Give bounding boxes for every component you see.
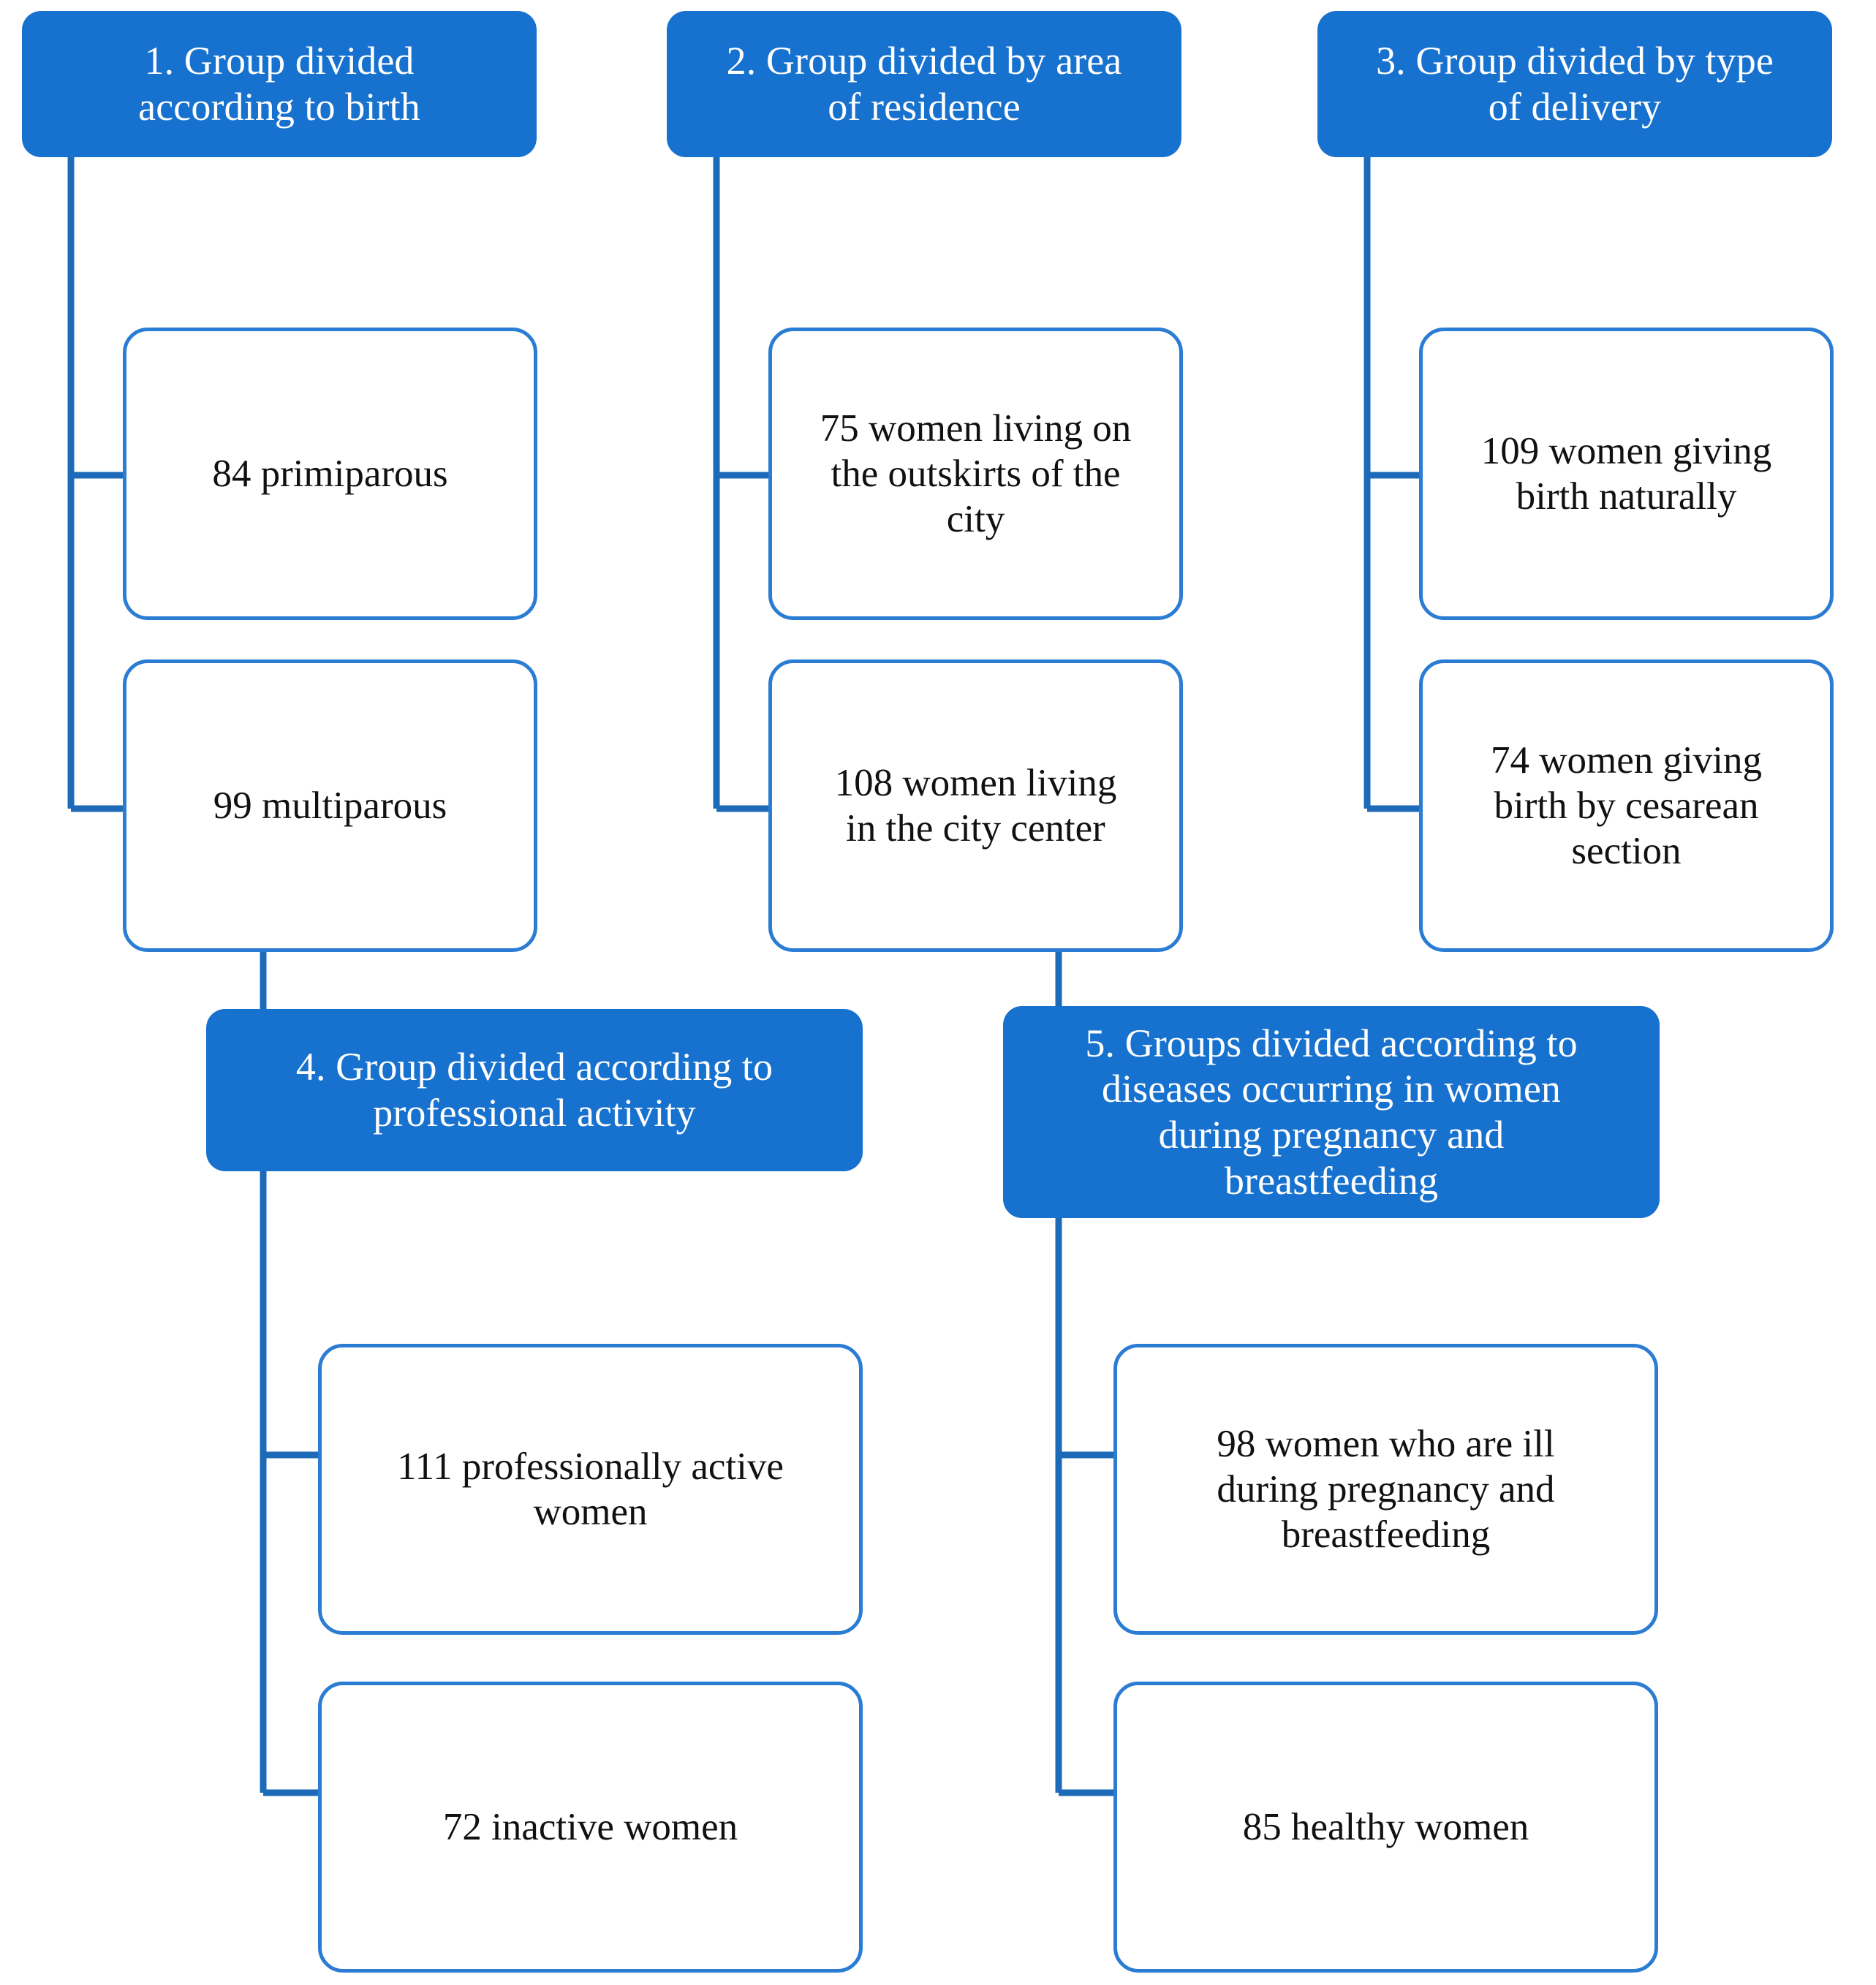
group-header-1-label: 1. Group divided according to birth: [138, 39, 420, 129]
group-3-child-2-box[interactable]: 74 women giving birth by cesarean sectio…: [1419, 659, 1834, 952]
group-4-child-1-label: 111 professionally active women: [397, 1445, 784, 1533]
group-2-child-2-label: 108 women living in the city center: [834, 762, 1117, 850]
group-4-child-2-label: 72 inactive women: [442, 1806, 738, 1848]
group-5-child-1-label: 98 women who are ill during pregnancy an…: [1217, 1423, 1555, 1556]
group-header-5-label: 5. Groups divided according to diseases …: [1085, 1021, 1578, 1203]
group-5-child-1-box[interactable]: 98 women who are ill during pregnancy an…: [1113, 1344, 1658, 1635]
group-2-child-2-box[interactable]: 108 women living in the city center: [768, 659, 1183, 952]
group-header-5[interactable]: 5. Groups divided according to diseases …: [1003, 1006, 1660, 1218]
group-1-child-2-label: 99 multiparous: [213, 784, 447, 827]
group-header-2-label: 2. Group divided by area of residence: [726, 39, 1122, 129]
group-header-3-label: 3. Group divided by type of delivery: [1376, 39, 1774, 129]
group-1-child-1-label: 84 primiparous: [212, 453, 448, 495]
group-header-4-label: 4. Group divided according to profession…: [295, 1045, 774, 1135]
group-5-child-2-label: 85 healthy women: [1242, 1806, 1529, 1848]
group-5-child-2-box[interactable]: 85 healthy women: [1113, 1682, 1658, 1973]
group-4-child-2-box[interactable]: 72 inactive women: [318, 1682, 863, 1973]
group-3-child-1-label: 109 women giving birth naturally: [1480, 430, 1772, 518]
group-1-child-1-box[interactable]: 84 primiparous: [123, 328, 537, 620]
group-header-3[interactable]: 3. Group divided by type of delivery: [1317, 11, 1832, 157]
group-header-1[interactable]: 1. Group divided according to birth: [22, 11, 537, 157]
group-3-child-1-box[interactable]: 109 women giving birth naturally: [1419, 328, 1834, 620]
group-3-child-2-label: 74 women giving birth by cesarean sectio…: [1491, 739, 1762, 872]
group-1-child-2-box[interactable]: 99 multiparous: [123, 659, 537, 952]
group-4-child-1-box[interactable]: 111 professionally active women: [318, 1344, 863, 1635]
group-header-4[interactable]: 4. Group divided according to profession…: [206, 1009, 863, 1171]
group-header-2[interactable]: 2. Group divided by area of residence: [667, 11, 1181, 157]
group-2-child-1-box[interactable]: 75 women living on the outskirts of the …: [768, 328, 1183, 620]
group-2-child-1-label: 75 women living on the outskirts of the …: [820, 407, 1132, 540]
